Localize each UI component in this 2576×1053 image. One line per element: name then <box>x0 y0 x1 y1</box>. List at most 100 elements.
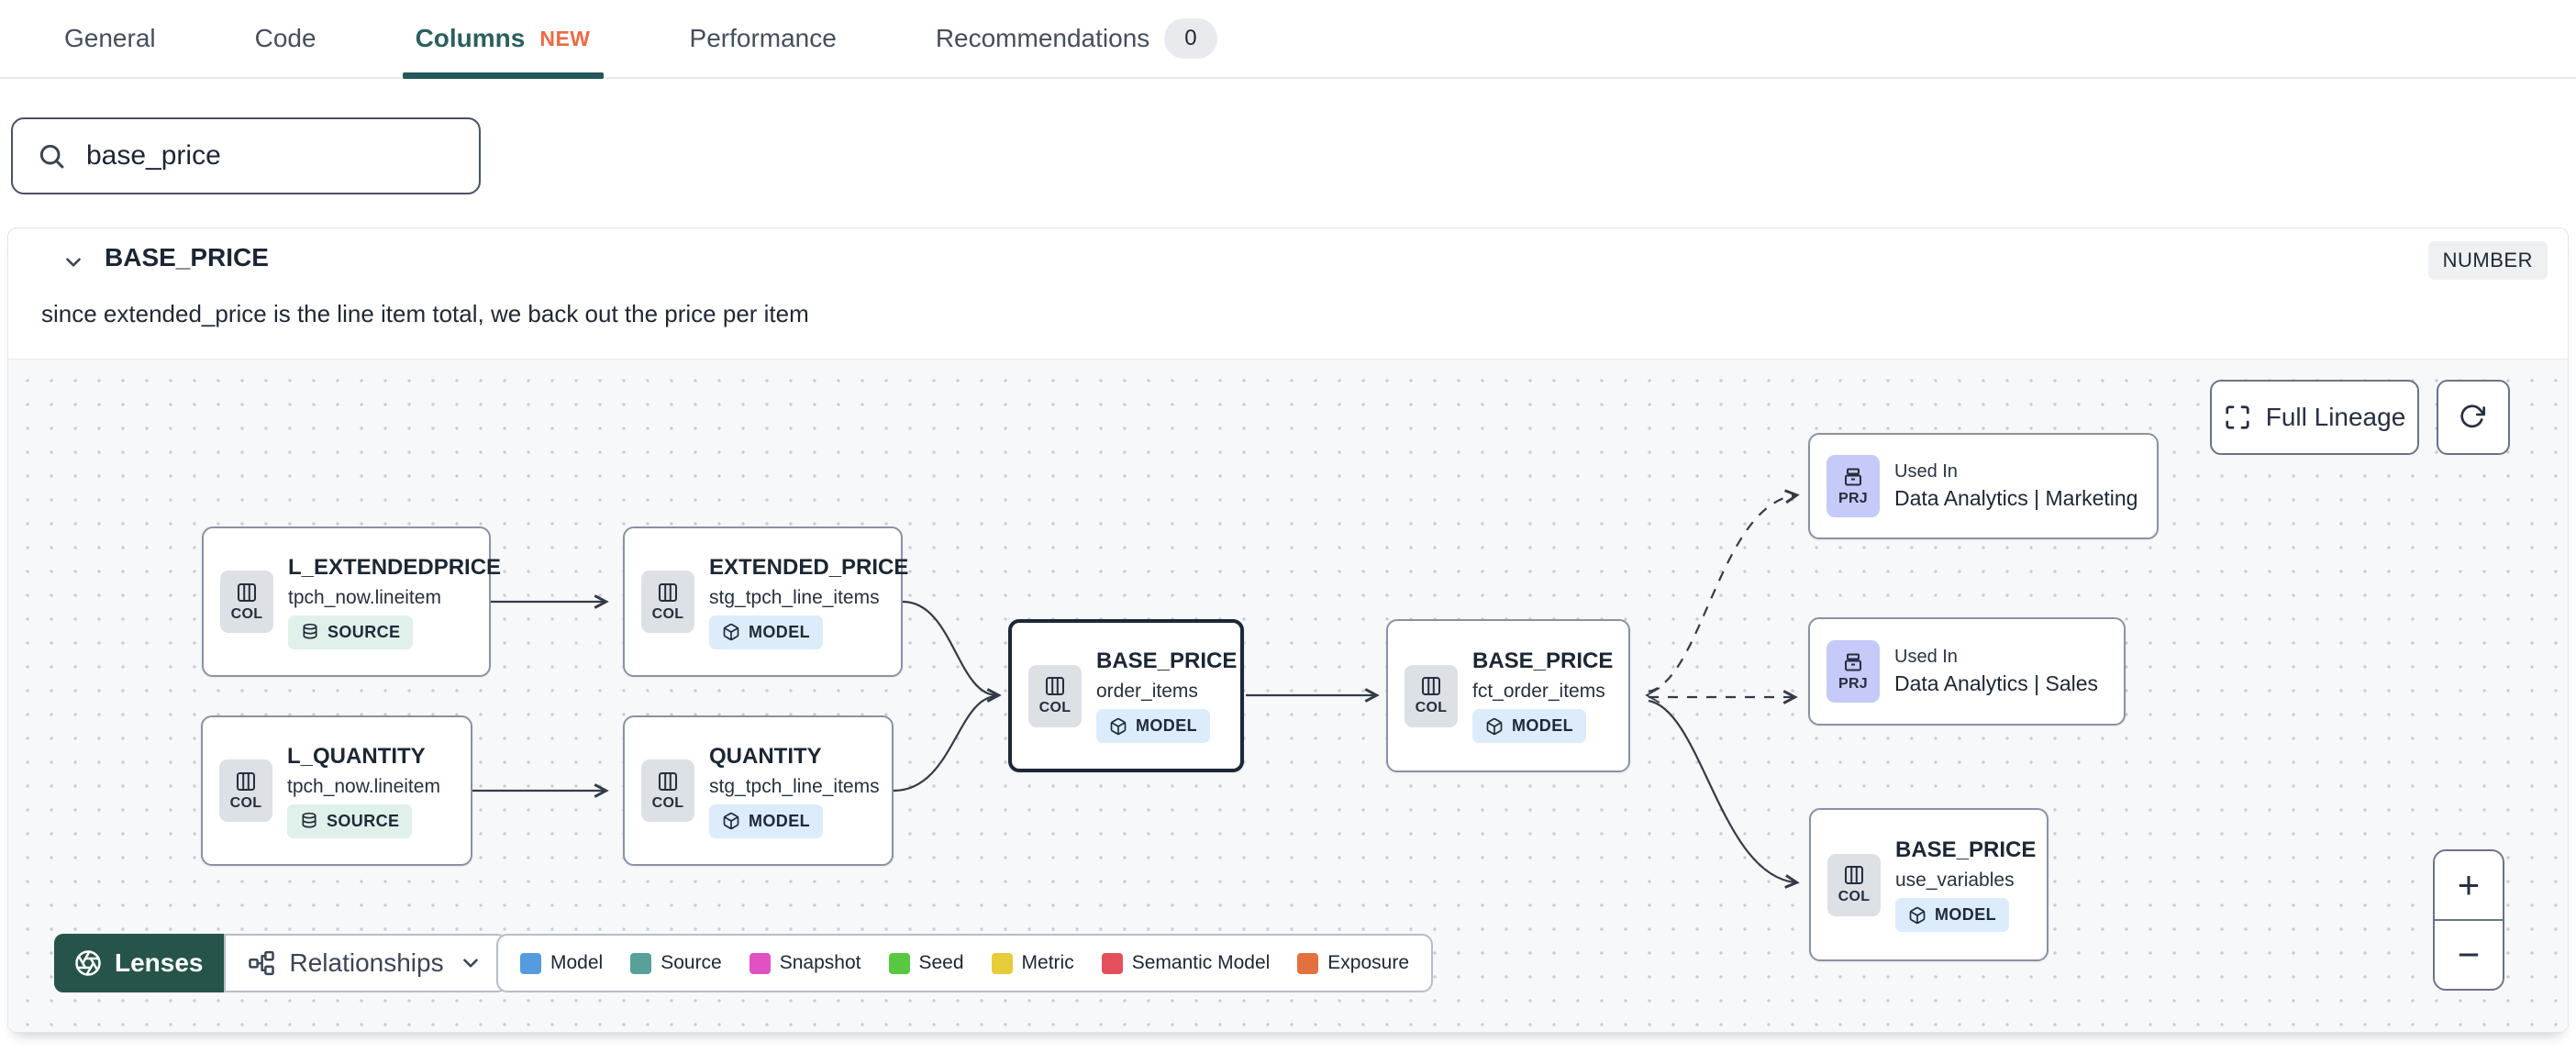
chevron-down-icon <box>462 959 478 968</box>
lenses-toolbar: Lenses Relationships <box>54 934 506 992</box>
node-subtitle: tpch_now.lineitem <box>288 586 441 608</box>
column-type-badge: NUMBER <box>2427 241 2548 280</box>
table-columns-icon <box>1422 677 1440 695</box>
legend-item-exposure: Exposure <box>1297 952 1409 974</box>
tab-recommendations[interactable]: Recommendations 0 <box>936 0 1217 77</box>
kind-label: COL <box>229 794 262 811</box>
column-card-header: BASE_PRICE NUMBER <box>8 228 2568 285</box>
tab-code[interactable]: Code <box>255 0 316 77</box>
expand-icon <box>2226 405 2249 429</box>
table-columns-icon <box>659 582 677 602</box>
node-subtitle: use_variables <box>1895 870 2015 891</box>
tab-general[interactable]: General <box>64 0 156 77</box>
database-icon <box>302 812 316 828</box>
tag-label: MODEL <box>1136 716 1197 735</box>
tab-columns-label: Columns <box>415 24 526 52</box>
lenses-label: Lenses <box>115 948 204 977</box>
node-l-extendedprice[interactable]: COL L_EXTENDEDPRICE tpch_now.lineitem SO… <box>202 526 501 677</box>
full-lineage-label: Full Lineage <box>2265 403 2406 431</box>
lineage-canvas[interactable]: COL L_EXTENDEDPRICE tpch_now.lineitem SO… <box>8 359 2568 1032</box>
detail-tab-bar: General Code Columns NEW Performance Rec… <box>0 0 2576 79</box>
source-badge: SOURCE <box>287 804 413 838</box>
kind-label: COL <box>1038 700 1071 715</box>
node-title: BASE_PRICE <box>1096 648 1238 673</box>
model-badge: MODEL <box>1096 709 1210 743</box>
legend-swatch <box>749 952 771 974</box>
legend-swatch <box>1101 952 1123 974</box>
node-subtitle: order_items <box>1096 681 1198 702</box>
model-badge: MODEL <box>709 804 823 838</box>
node-subtitle: stg_tpch_line_items <box>709 775 880 797</box>
column-kind-badge: COL <box>220 571 273 633</box>
tab-columns[interactable]: Columns NEW <box>402 0 604 79</box>
source-badge: SOURCE <box>288 615 414 649</box>
cube-icon <box>1909 906 1926 924</box>
legend-label: Source <box>661 952 722 973</box>
legend-item-model: Model <box>520 952 603 974</box>
node-quantity[interactable]: COL QUANTITY stg_tpch_line_items MODEL <box>623 715 894 866</box>
node-base-price-fct-order-items[interactable]: COL BASE_PRICE fct_order_items MODEL <box>1386 619 1630 772</box>
lenses-button[interactable]: Lenses <box>54 934 224 992</box>
legend-label: Model <box>550 952 604 973</box>
refresh-button[interactable] <box>2437 380 2510 455</box>
node-extended-price[interactable]: COL EXTENDED_PRICE stg_tpch_line_items M… <box>623 526 908 677</box>
tag-label: MODEL <box>749 622 810 641</box>
legend-item-seed: Seed <box>888 952 964 974</box>
column-kind-badge: COL <box>1028 664 1082 727</box>
legend-item-semantic-model: Semantic Model <box>1101 952 1270 974</box>
kind-label: COL <box>230 605 263 622</box>
legend-label: Metric <box>1021 952 1074 973</box>
tag-label: MODEL <box>1512 716 1573 735</box>
column-card: BASE_PRICE NUMBER since extended_price i… <box>7 227 2569 1033</box>
legend-swatch <box>520 952 541 974</box>
relationships-dropdown[interactable]: Relationships <box>223 934 506 992</box>
zoom-out-button[interactable]: − <box>2435 921 2503 989</box>
tag-label: SOURCE <box>327 811 400 830</box>
kind-label: COL <box>1838 889 1871 904</box>
refresh-icon <box>2460 405 2486 428</box>
node-title: EXTENDED_PRICE <box>709 554 909 580</box>
tab-performance[interactable]: Performance <box>690 0 837 77</box>
lineage-legend: Model Source Snapshot Seed Metric Semant… <box>496 934 1434 992</box>
legend-item-snapshot: Snapshot <box>749 952 861 974</box>
kind-label: COL <box>1415 700 1448 715</box>
project-name: Data Analytics | Sales <box>1894 671 2099 695</box>
node-subtitle: stg_tpch_line_items <box>709 586 880 608</box>
zoom-controls: + − <box>2433 849 2504 991</box>
column-kind-badge: COL <box>641 571 694 633</box>
new-badge: NEW <box>539 26 591 50</box>
node-l-quantity[interactable]: COL L_QUANTITY tpch_now.lineitem SOURCE <box>201 715 472 866</box>
column-description: since extended_price is the line item to… <box>41 300 809 327</box>
full-lineage-button[interactable]: Full Lineage <box>2210 380 2419 455</box>
model-badge: MODEL <box>1472 709 1586 743</box>
node-title: QUANTITY <box>709 743 822 769</box>
cube-icon <box>1110 717 1127 735</box>
legend-item-source: Source <box>630 952 722 974</box>
column-kind-badge: COL <box>1405 664 1458 727</box>
node-title: L_QUANTITY <box>287 743 426 769</box>
node-used-in-sales[interactable]: PRJ Used In Data Analytics | Sales <box>1808 617 2126 726</box>
tab-recommendations-label: Recommendations <box>935 24 1150 52</box>
column-kind-badge: COL <box>219 759 272 822</box>
node-used-in-marketing[interactable]: PRJ Used In Data Analytics | Marketing <box>1808 433 2159 539</box>
legend-swatch <box>991 952 1013 974</box>
table-columns-icon <box>237 771 255 791</box>
recommendations-count-badge: 0 <box>1164 18 1217 59</box>
database-icon <box>303 623 317 639</box>
node-base-price-use-variables[interactable]: COL BASE_PRICE use_variables MODEL <box>1809 808 2049 961</box>
used-in-label: Used In <box>1894 647 1958 667</box>
collapse-chevron-icon[interactable] <box>61 250 85 274</box>
archive-box-icon <box>1845 468 1861 485</box>
search-input[interactable] <box>84 139 455 172</box>
table-columns-icon <box>238 582 256 602</box>
project-name: Data Analytics | Marketing <box>1894 486 2138 510</box>
project-kind-badge: PRJ <box>1827 455 1880 517</box>
aperture-icon <box>75 950 101 976</box>
node-graph-icon <box>248 950 274 976</box>
tag-label: MODEL <box>749 811 810 830</box>
legend-label: Seed <box>918 952 964 973</box>
legend-swatch <box>888 952 910 974</box>
node-base-price-order-items[interactable]: COL BASE_PRICE order_items MODEL <box>1008 619 1244 772</box>
zoom-in-button[interactable]: + <box>2435 851 2503 921</box>
kind-label: COL <box>651 794 684 811</box>
